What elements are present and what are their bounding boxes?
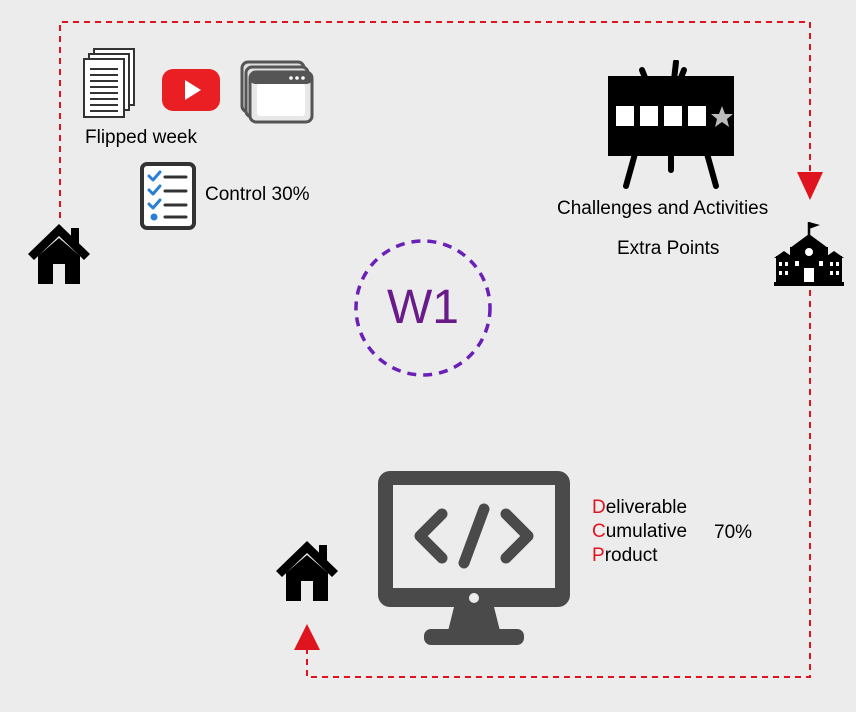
down-arrow-head — [797, 172, 823, 200]
acronym-rest: eliverable — [605, 497, 688, 518]
acronym-line-product: Product — [592, 544, 687, 568]
return-line — [306, 290, 811, 678]
acronym-initial: D — [592, 497, 606, 518]
deliverable-acronym: Deliverable Cumulative Product — [592, 496, 687, 568]
acronym-initial: C — [592, 521, 606, 542]
challenges-label: Challenges and Activities — [557, 198, 769, 219]
acronym-line-deliverable: Deliverable — [592, 496, 687, 520]
up-arrow-head — [294, 624, 320, 650]
browser-windows-icon — [240, 60, 314, 124]
school-icon — [774, 222, 844, 286]
flipped-week-label: Flipped week — [85, 127, 197, 148]
week-badge-ring — [354, 239, 492, 377]
acronym-line-cumulative: Cumulative — [592, 520, 687, 544]
acronym-rest: roduct — [604, 545, 658, 566]
acronym-rest: umulative — [605, 521, 688, 542]
extra-points-label: Extra Points — [617, 238, 720, 259]
code-monitor-icon — [378, 471, 570, 645]
documents-icon — [83, 48, 135, 118]
home-icon — [28, 224, 90, 284]
youtube-icon — [162, 69, 220, 111]
checklist-icon — [140, 162, 196, 230]
scoreboard-easel-icon — [608, 60, 734, 189]
week-badge-label: W1 — [387, 281, 459, 334]
acronym-initial: P — [592, 545, 605, 566]
home-icon — [276, 541, 338, 601]
control-label: Control 30% — [205, 184, 310, 205]
deliverable-percent: 70% — [714, 522, 753, 543]
